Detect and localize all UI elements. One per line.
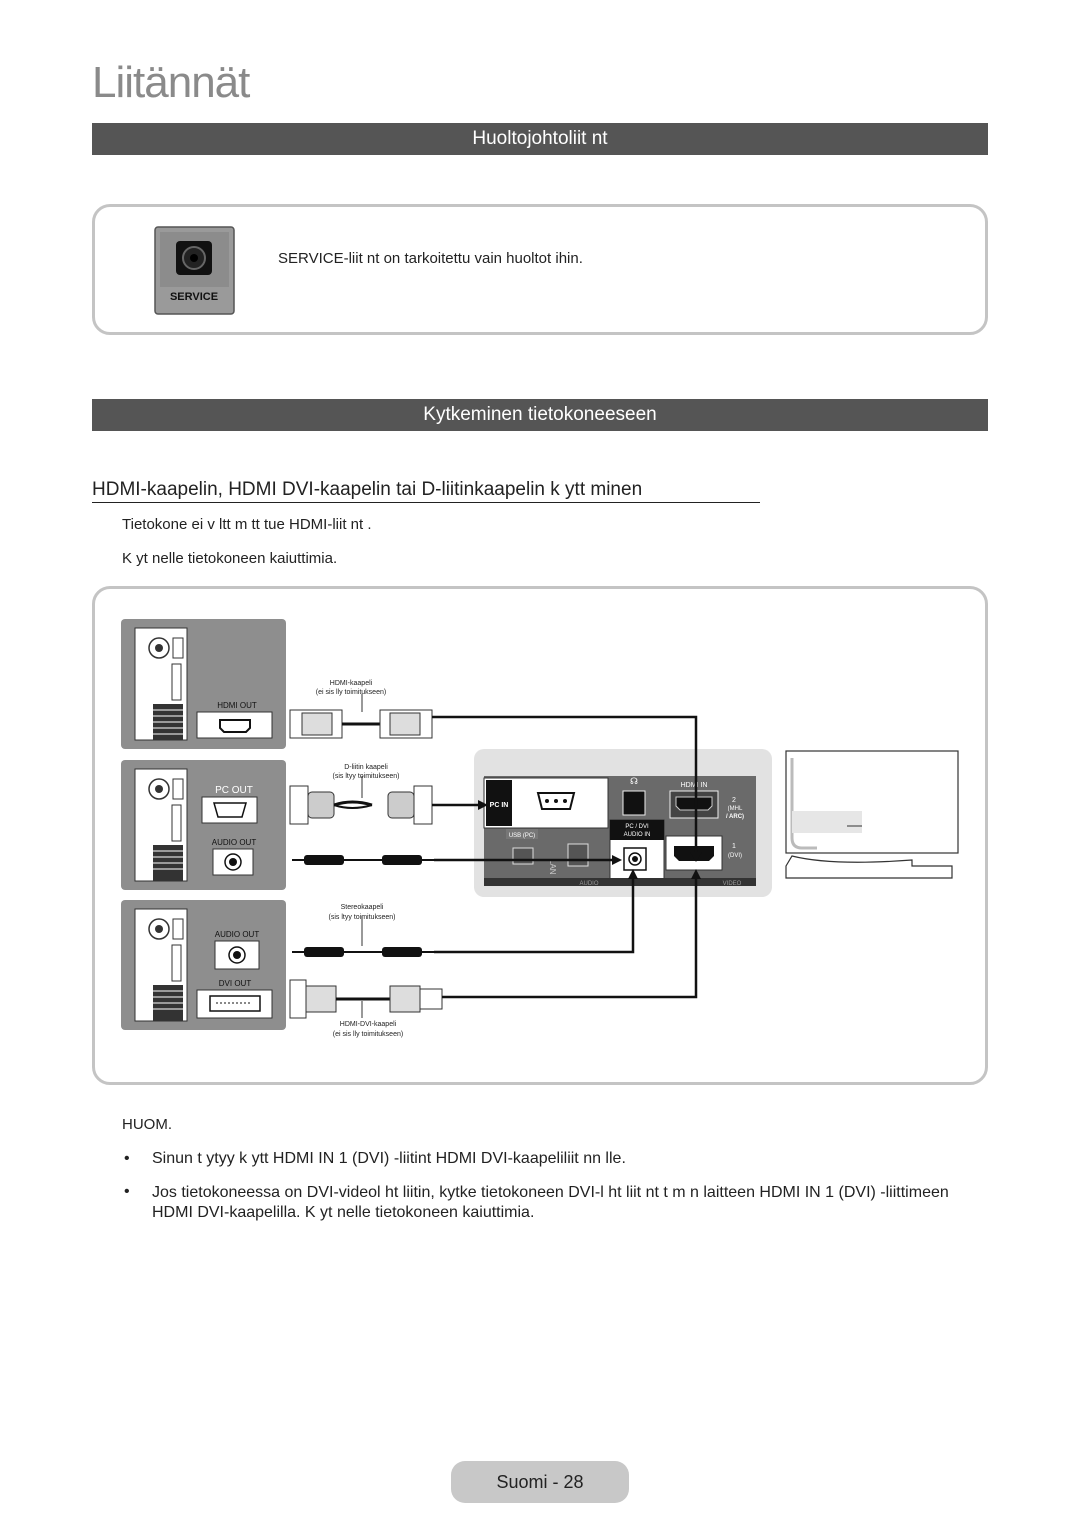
audio-out-label-2: AUDIO OUT (215, 930, 260, 939)
audio-label: AUDIO (579, 881, 598, 887)
pc-out-label: PC OUT (215, 785, 253, 796)
connection-lines (432, 715, 698, 999)
bullet-dot: • (124, 1150, 130, 1167)
port1-sub: (DVI) (728, 853, 742, 859)
port2-sub2: / ARC) (726, 814, 744, 820)
hdmi-dvi-cable-name: HDMI-DVI-kaapeli (340, 1021, 397, 1028)
stereo-cable-1 (292, 855, 434, 865)
dsub-cable-note: (sis ltyy toimitukseen) (333, 773, 400, 780)
stereo-cable-name: Stereokaapeli (341, 904, 384, 911)
page-number-pill: Suomi - 28 (451, 1461, 629, 1503)
audio-in-label: AUDIO IN (624, 832, 651, 838)
subheading-underline (92, 502, 760, 503)
audio-out-label-1: AUDIO OUT (212, 838, 257, 847)
pc-panel-dvi: AUDIO OUT DVI OUT (121, 900, 286, 1030)
tv-side-illustration (785, 750, 959, 879)
pc-in-label: PC IN (490, 802, 509, 809)
note-item-2: Jos tietokoneessa on DVI-videol ht liiti… (152, 1184, 949, 1221)
video-label: VIDEO (723, 881, 742, 887)
hdmi-cable: HDMI-kaapeli (ei sis lly toimitukseen) (289, 680, 433, 739)
tv-connector-panel: PC IN ☊ HDMI IN 2 (MHL / ARC) USB (PC) L… (474, 749, 772, 897)
service-box (92, 204, 988, 335)
hdmi-dvi-cable: HDMI-DVI-kaapeli (ei sis lly toimituksee… (289, 979, 443, 1038)
dsub-cable: D-liitin kaapeli (sis ltyy toimitukseen) (289, 764, 433, 825)
hdmi-out-label: HDMI OUT (217, 701, 257, 710)
page-title: Liitännät (92, 58, 250, 107)
lan-label: LAN (548, 859, 557, 875)
intro-line-2: K yt nelle tietokoneen kaiuttimia. (122, 550, 338, 567)
port1-label: 1 (732, 843, 736, 850)
dvi-out-label: DVI OUT (219, 979, 252, 988)
note-item-1: Sinun t ytyy k ytt HDMI IN 1 (DVI) -liit… (152, 1150, 626, 1167)
arrowheads (478, 800, 702, 879)
service-port-label: SERVICE (170, 291, 218, 303)
service-port-icon: SERVICE (154, 226, 235, 315)
port2-label: 2 (732, 797, 736, 804)
hdmi-cable-name: HDMI-kaapeli (330, 680, 373, 687)
port2-sub1: (MHL (728, 806, 743, 812)
connection-diagram: HDMI OUT PC OUT AUDIO OUT (121, 619, 959, 1038)
intro-line-1: Tietokone ei v ltt m tt tue HDMI-liit nt… (122, 516, 372, 533)
pc-panel-dsub: PC OUT AUDIO OUT (121, 760, 286, 890)
section-heading-service: Huoltojohtoliit nt (92, 123, 988, 155)
svg-text:☊: ☊ (630, 776, 638, 786)
pc-panel-hdmi: HDMI OUT (121, 619, 286, 749)
hdmi-dvi-cable-note: (ei sis lly toimitukseen) (333, 1031, 403, 1038)
section-heading-pc: Kytkeminen tietokoneeseen (92, 399, 988, 431)
pc-dvi-label: PC / DVI (625, 824, 649, 830)
stereo-cable-note: (sis ltyy toimitukseen) (329, 914, 396, 921)
service-description: SERVICE-liit nt on tarkoitettu vain huol… (278, 250, 583, 267)
usb-pc-label: USB (PC) (509, 833, 535, 839)
hdmi-cable-note: (ei sis lly toimitukseen) (316, 689, 386, 696)
subheading-cables: HDMI-kaapelin, HDMI DVI-kaapelin tai D-l… (92, 479, 643, 500)
notes-heading: HUOM. (122, 1116, 172, 1133)
stereo-cable-2: Stereokaapeli (sis ltyy toimitukseen) (292, 904, 434, 957)
bullet-dot: • (124, 1183, 130, 1200)
hdmi-in-label: HDMI IN (681, 782, 708, 789)
dsub-cable-name: D-liitin kaapeli (344, 764, 388, 771)
